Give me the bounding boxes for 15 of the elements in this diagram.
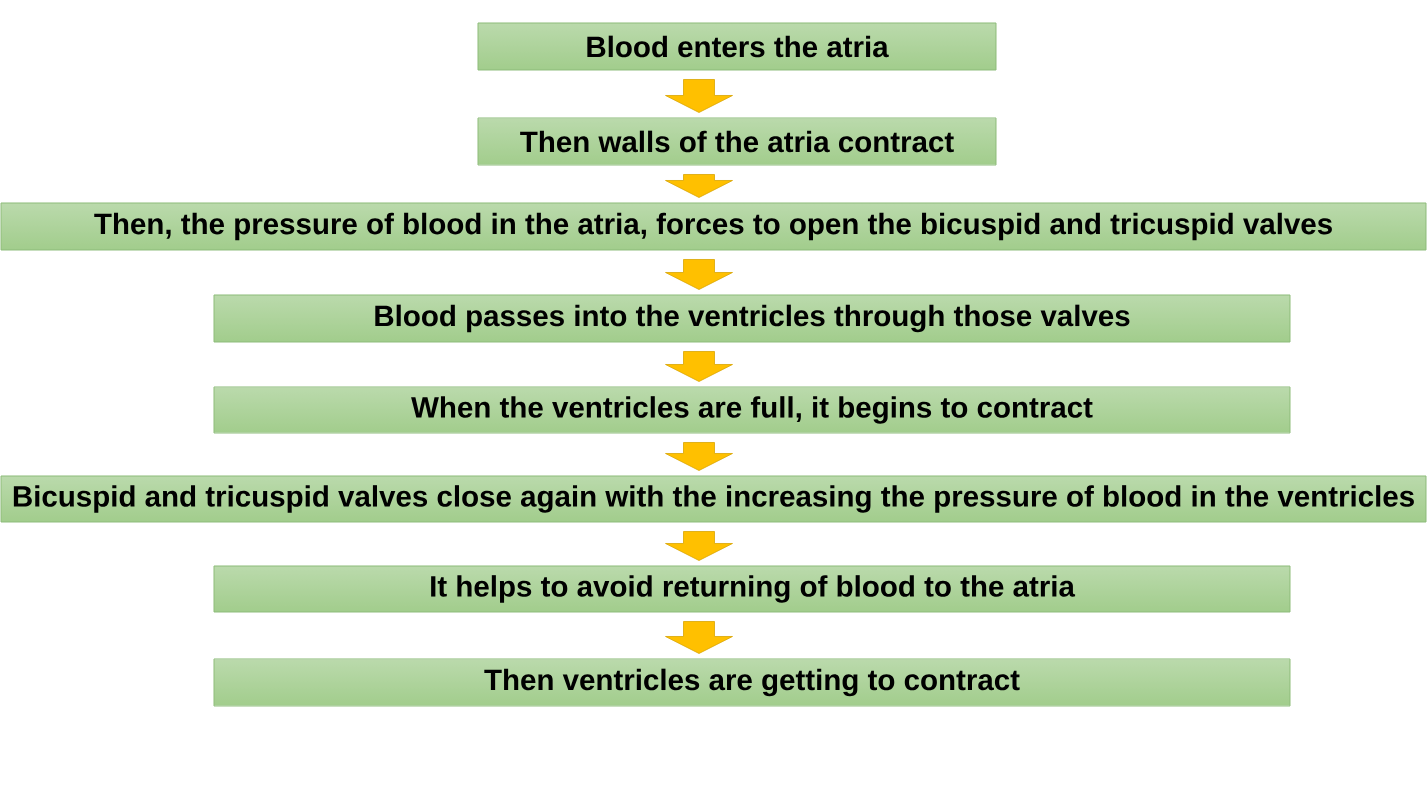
arrow [665,259,733,290]
process-box: Then, the pressure of blood in the atria, forces to open the bicuspid and tricuspid valves [0,202,1427,251]
process-box: Then ventricles are getting to contract [213,658,1291,707]
process-box: When the ventricles are full, it begins to contract [213,386,1291,434]
arrow [665,174,733,198]
process-box: Then walls of the atria contract [477,117,997,166]
arrow [665,531,733,561]
arrow [665,351,733,382]
process-box: Blood enters the atria [477,22,997,71]
arrow [665,621,733,654]
process-box: Blood passes into the ventricles through those valves [213,294,1291,343]
arrow [665,442,733,471]
process-box: It helps to avoid returning of blood to the atria [213,565,1291,613]
arrow [665,79,733,113]
process-box: Bicuspid and tricuspid valves close again with the increasing the pressure of blood in the ventricles [0,475,1427,523]
